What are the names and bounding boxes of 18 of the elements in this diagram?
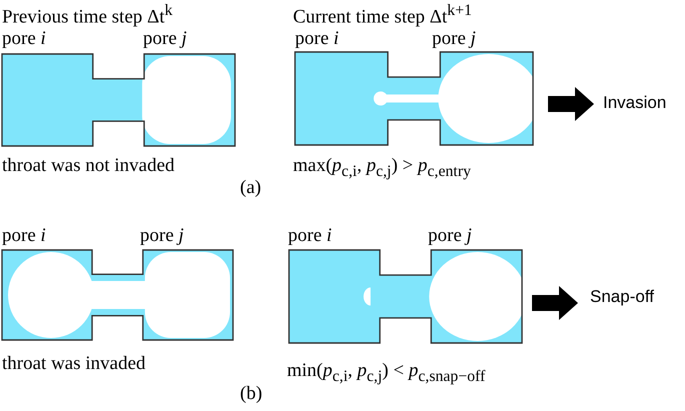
text-label: pore i: [295, 29, 339, 50]
text-label: max(p$_{c,i}$, p$_{c,j}$) > p$_{c,entry}$: [293, 156, 471, 180]
outcome-label: Invasion: [603, 94, 666, 113]
text-label: pore i: [288, 226, 332, 247]
text-label: pore i: [2, 226, 46, 247]
text-label: pore j: [143, 29, 187, 50]
text-label: pore j: [140, 226, 184, 247]
text-label: Previous time step Δt$^{k}$: [2, 2, 173, 28]
outcome-label: Snap-off: [590, 288, 654, 307]
text-label: min(p$_{c,i}$, p$_{c,j}$) < p$_{c,snap−off}$: [287, 361, 486, 386]
text-label: pore j: [432, 29, 476, 50]
text-label: throat was invaded: [2, 354, 146, 375]
text-label: (b): [240, 384, 262, 405]
text-label: pore j: [428, 226, 472, 247]
text-label: (a): [240, 178, 262, 199]
text-label: pore i: [2, 29, 46, 50]
text-label: throat was not invaded: [2, 156, 175, 177]
text-label: Current time step Δt$^{k+1}$: [293, 2, 472, 28]
